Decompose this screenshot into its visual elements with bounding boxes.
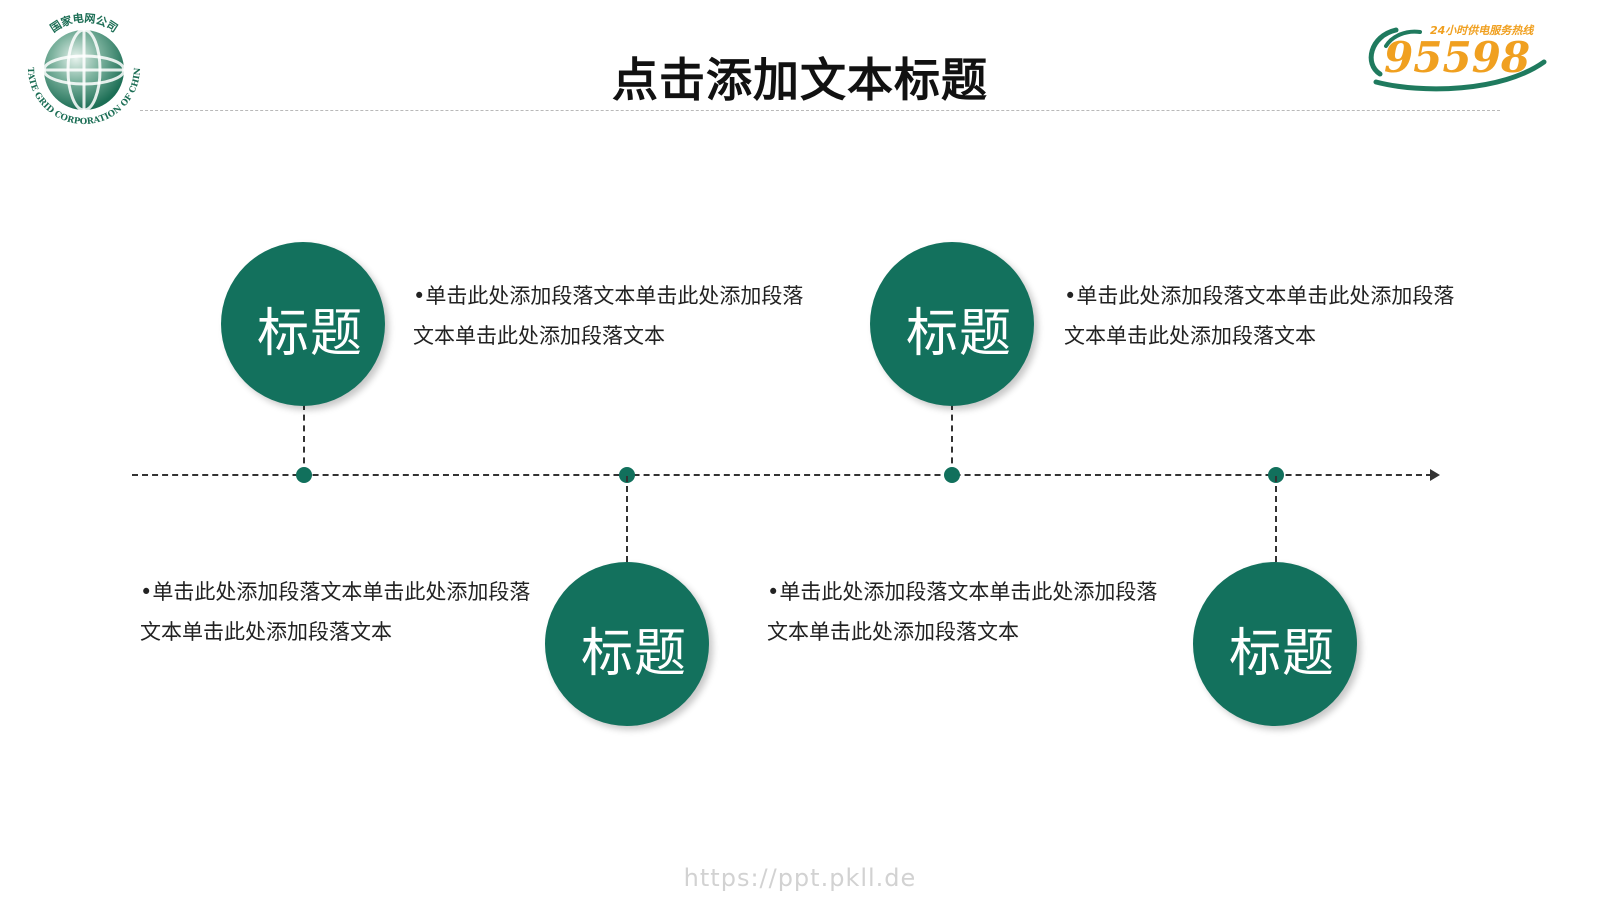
node-paragraph-line: 文本单击此处添加段落文本: [413, 324, 665, 348]
timeline-arrow-icon: [1430, 469, 1440, 481]
node-paragraph-line: •单击此处添加段落文本单击此处添加段落: [140, 580, 531, 604]
timeline-node-circle: 标题: [221, 242, 385, 406]
node-paragraph-line: •单击此处添加段落文本单击此处添加段落: [1064, 284, 1455, 308]
timeline-dot: [944, 467, 960, 483]
node-title: 标题: [256, 303, 363, 364]
hotline-95598-logo: 24小时供电服务热线 95598: [1368, 24, 1547, 92]
state-grid-logo: 国家电网公司 STATE GRID CORPORATION OF CHINA: [18, 8, 143, 127]
timeline-connector: [951, 404, 953, 474]
node-paragraph-line: •单击此处添加段落文本单击此处添加段落: [413, 284, 804, 308]
logo-tagline: 24小时供电服务热线: [1430, 24, 1535, 37]
node-title: 标题: [580, 623, 687, 684]
node-paragraph-line: •单击此处添加段落文本单击此处添加段落: [767, 580, 1158, 604]
timeline-connector: [1275, 476, 1277, 562]
timeline-axis: [132, 474, 1432, 476]
timeline-dot: [1268, 467, 1284, 483]
logo-number: 95598: [1384, 33, 1530, 82]
watermark-url: https://ppt.pkll.de: [683, 864, 917, 892]
page-title: 点击添加文本标题: [612, 53, 988, 107]
timeline-node-circle: 标题: [545, 562, 709, 726]
timeline-dot: [619, 467, 635, 483]
node-title: 标题: [1228, 623, 1335, 684]
timeline-dot: [296, 467, 312, 483]
node-paragraph: •单击此处添加段落文本单击此处添加段落 文本单击此处添加段落文本: [1064, 276, 1484, 356]
header-divider: [140, 110, 1500, 111]
node-paragraph-line: 文本单击此处添加段落文本: [140, 620, 392, 644]
timeline-connector: [626, 476, 628, 562]
node-paragraph: •单击此处添加段落文本单击此处添加段落 文本单击此处添加段落文本: [413, 276, 833, 356]
timeline-node-circle: 标题: [1193, 562, 1357, 726]
timeline-node-circle: 标题: [870, 242, 1034, 406]
node-paragraph: •单击此处添加段落文本单击此处添加段落 文本单击此处添加段落文本: [140, 572, 560, 652]
node-paragraph-line: 文本单击此处添加段落文本: [1064, 324, 1316, 348]
node-title: 标题: [905, 303, 1012, 364]
timeline-connector: [303, 404, 305, 474]
node-paragraph: •单击此处添加段落文本单击此处添加段落 文本单击此处添加段落文本: [767, 572, 1187, 652]
node-paragraph-line: 文本单击此处添加段落文本: [767, 620, 1019, 644]
